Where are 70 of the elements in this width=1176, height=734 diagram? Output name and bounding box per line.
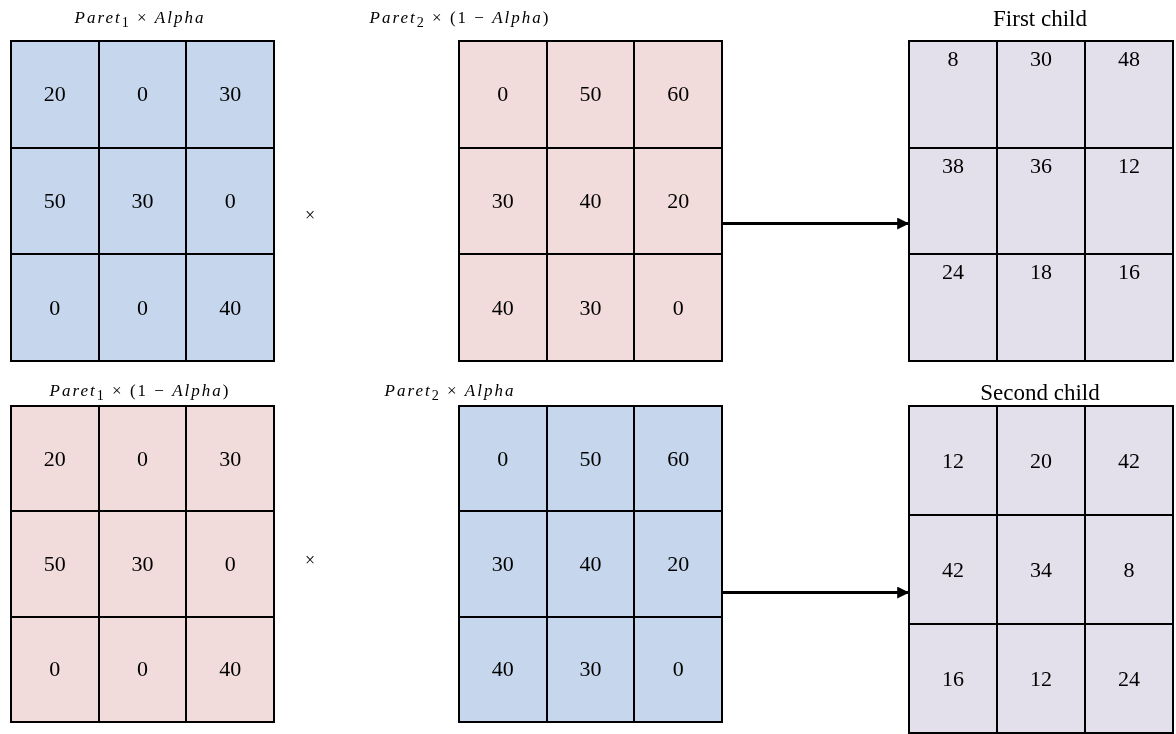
matrix-value: 18 — [997, 254, 1085, 361]
matrix-value: 20 — [997, 406, 1085, 515]
matrix-value: 0 — [459, 406, 547, 512]
matrix-value: 0 — [98, 41, 187, 148]
matrix-value: 8 — [909, 41, 997, 148]
matrix-value: 0 — [98, 406, 187, 512]
matrix-value: 0 — [186, 511, 274, 617]
matrix-value: 0 — [186, 147, 274, 255]
matrix-value: 36 — [997, 147, 1085, 255]
matrix-value: 30 — [98, 511, 187, 617]
matrix-grid — [908, 405, 1174, 734]
matrix-value: 40 — [459, 254, 547, 361]
matrix-value: 0 — [459, 41, 547, 148]
matrix-value: 16 — [1085, 254, 1173, 361]
matrix-value: 60 — [634, 41, 722, 148]
matrix-value: 8 — [1085, 515, 1173, 624]
matrix-value: 38 — [909, 147, 997, 255]
matrix-value: 40 — [186, 616, 274, 722]
formula-label: Paret$_{1}$ × (1 − Alpha) — [49, 381, 231, 405]
matrix-value: 16 — [909, 624, 997, 733]
matrix-value: 20 — [11, 406, 99, 512]
matrix-value: 0 — [98, 616, 187, 722]
multiply-sign: × — [304, 549, 316, 571]
matrix-value: 0 — [98, 254, 187, 361]
matrix-value: 30 — [546, 616, 635, 722]
formula-label: Paret$_{2}$ × (1 − Alpha) — [369, 8, 551, 32]
matrix-value: 30 — [186, 406, 274, 512]
matrix-value: 24 — [1085, 624, 1173, 733]
matrix-value: 20 — [11, 41, 99, 148]
matrix-value: 40 — [186, 254, 274, 361]
matrix-grid — [10, 405, 275, 723]
matrix-value: 30 — [459, 147, 547, 255]
matrix-value: 42 — [909, 515, 997, 624]
matrix-value: 0 — [634, 616, 722, 722]
matrix-value: 0 — [634, 254, 722, 361]
matrix-value: 60 — [634, 406, 722, 512]
matrix-value: 30 — [997, 41, 1085, 148]
matrix-grid — [10, 40, 275, 362]
matrix-value: 12 — [909, 406, 997, 515]
matrix-value: 50 — [11, 511, 99, 617]
matrix-title: First child — [993, 6, 1087, 32]
arrow — [723, 586, 910, 599]
matrix-value: 12 — [997, 624, 1085, 733]
matrix-value: 0 — [11, 616, 99, 722]
matrix-value: 48 — [1085, 41, 1173, 148]
matrix-value: 20 — [634, 147, 722, 255]
matrix-value: 24 — [909, 254, 997, 361]
matrix-grid — [458, 405, 723, 723]
matrix-value: 30 — [459, 511, 547, 617]
matrix-title: Second child — [980, 380, 1100, 406]
matrix-value: 40 — [459, 616, 547, 722]
matrix-value: 30 — [186, 41, 274, 148]
matrix-value: 42 — [1085, 406, 1173, 515]
matrix-value: 0 — [11, 254, 99, 361]
formula-label: Paret$_{2}$ × Alpha — [384, 381, 516, 405]
arrow — [723, 217, 910, 230]
matrix-value: 30 — [98, 147, 187, 255]
matrix-grid — [908, 40, 1174, 362]
matrix-value: 20 — [634, 511, 722, 617]
matrix-grid — [458, 40, 723, 362]
matrix-value: 12 — [1085, 147, 1173, 255]
multiply-sign: × — [304, 204, 316, 226]
matrix-value: 30 — [546, 254, 635, 361]
matrix-value: 34 — [997, 515, 1085, 624]
matrix-value: 50 — [546, 41, 635, 148]
matrix-value: 50 — [546, 406, 635, 512]
matrix-value: 40 — [546, 511, 635, 617]
formula-label: Paret$_{1}$ × Alpha — [74, 8, 206, 32]
matrix-value: 40 — [546, 147, 635, 255]
matrix-value: 50 — [11, 147, 99, 255]
